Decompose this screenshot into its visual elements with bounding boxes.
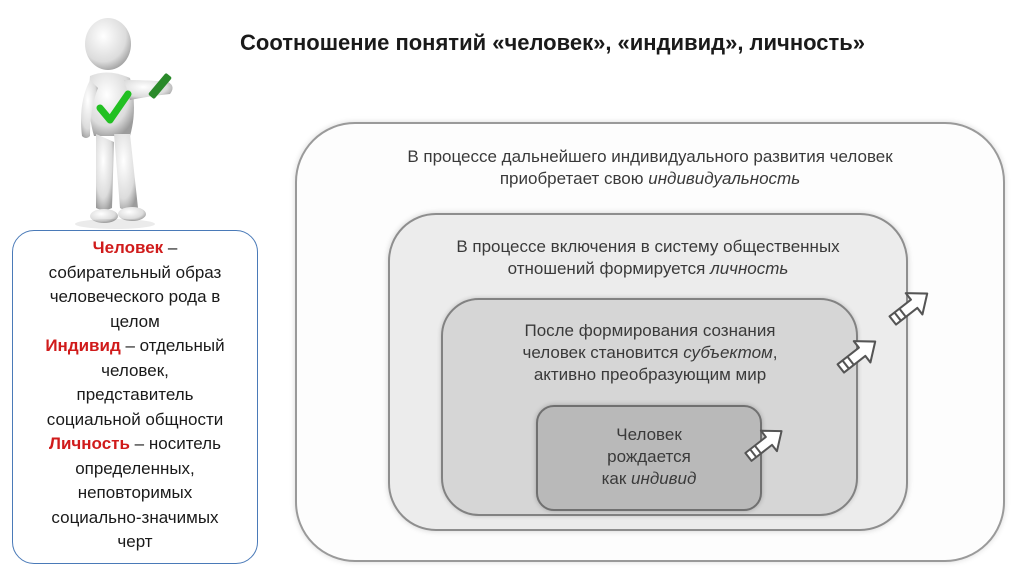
definition-text: социальной общности — [46, 409, 224, 429]
level-4-line2: рождается — [607, 447, 691, 466]
level-3-line1: После формирования сознания — [524, 321, 776, 340]
level-3-line2: человек становится — [522, 343, 684, 362]
definition-text: – — [163, 238, 178, 257]
definition-text: черт — [117, 532, 153, 551]
level-4-keyword: индивид — [631, 469, 697, 488]
definition-chelovek: Человек – собирательный образ человеческ… — [19, 236, 251, 334]
definition-text: представитель — [76, 385, 194, 404]
definition-text: человек, — [101, 360, 169, 380]
definition-text: определенных, — [75, 458, 195, 478]
level-1-keyword: индивидуальность — [648, 169, 801, 188]
term-chelovek: Человек — [92, 238, 164, 257]
definition-text: человеческого рода в — [49, 287, 221, 306]
level-2-text: В процессе включения в систему обществен… — [392, 236, 904, 280]
definition-text: – носитель — [129, 434, 221, 453]
growth-arrow-icon — [836, 340, 877, 374]
level-individ-box — [536, 405, 762, 511]
level-2-keyword: личность — [710, 259, 789, 278]
person-checkmark-icon — [75, 18, 173, 229]
level-1-line2: приобретает свою — [499, 169, 649, 188]
definition-lichnost: Личность – носитель определенных, неповт… — [19, 432, 251, 555]
level-4-text: Человек рождается как индивид — [540, 424, 758, 490]
growth-arrow-icon — [888, 292, 929, 326]
term-lichnost: Личность — [49, 434, 130, 453]
slide-title: Соотношение понятий «человек», «индивид»… — [240, 30, 866, 55]
level-2-line2: отношений формируется — [507, 259, 711, 278]
level-3-text: После формирования сознания человек стан… — [446, 320, 854, 386]
definition-text: неповторимых — [77, 483, 193, 502]
definition-text: целом — [110, 311, 160, 331]
definitions-box: Человек – собирательный образ человеческ… — [12, 230, 258, 564]
definition-text: – отдельный — [120, 336, 225, 355]
term-individ: Индивид — [45, 336, 121, 355]
definition-text: собирательный образ — [48, 262, 222, 282]
level-3-keyword: субъектом — [683, 343, 773, 362]
level-4-line3: как — [601, 469, 632, 488]
definition-text: социально-значимых — [51, 507, 219, 527]
level-4-line1: Человек — [616, 425, 682, 444]
level-3-line3: активно преобразующим мир — [533, 365, 767, 384]
level-3-comma: , — [772, 343, 778, 362]
level-1-line1: В процессе дальнейшего индивидуального р… — [407, 147, 893, 166]
growth-arrow-icon — [744, 429, 783, 462]
definition-individ: Индивид – отдельный человек, представите… — [19, 334, 251, 432]
level-2-line1: В процессе включения в систему обществен… — [456, 237, 840, 256]
level-1-text: В процессе дальнейшего индивидуального р… — [300, 146, 1000, 190]
